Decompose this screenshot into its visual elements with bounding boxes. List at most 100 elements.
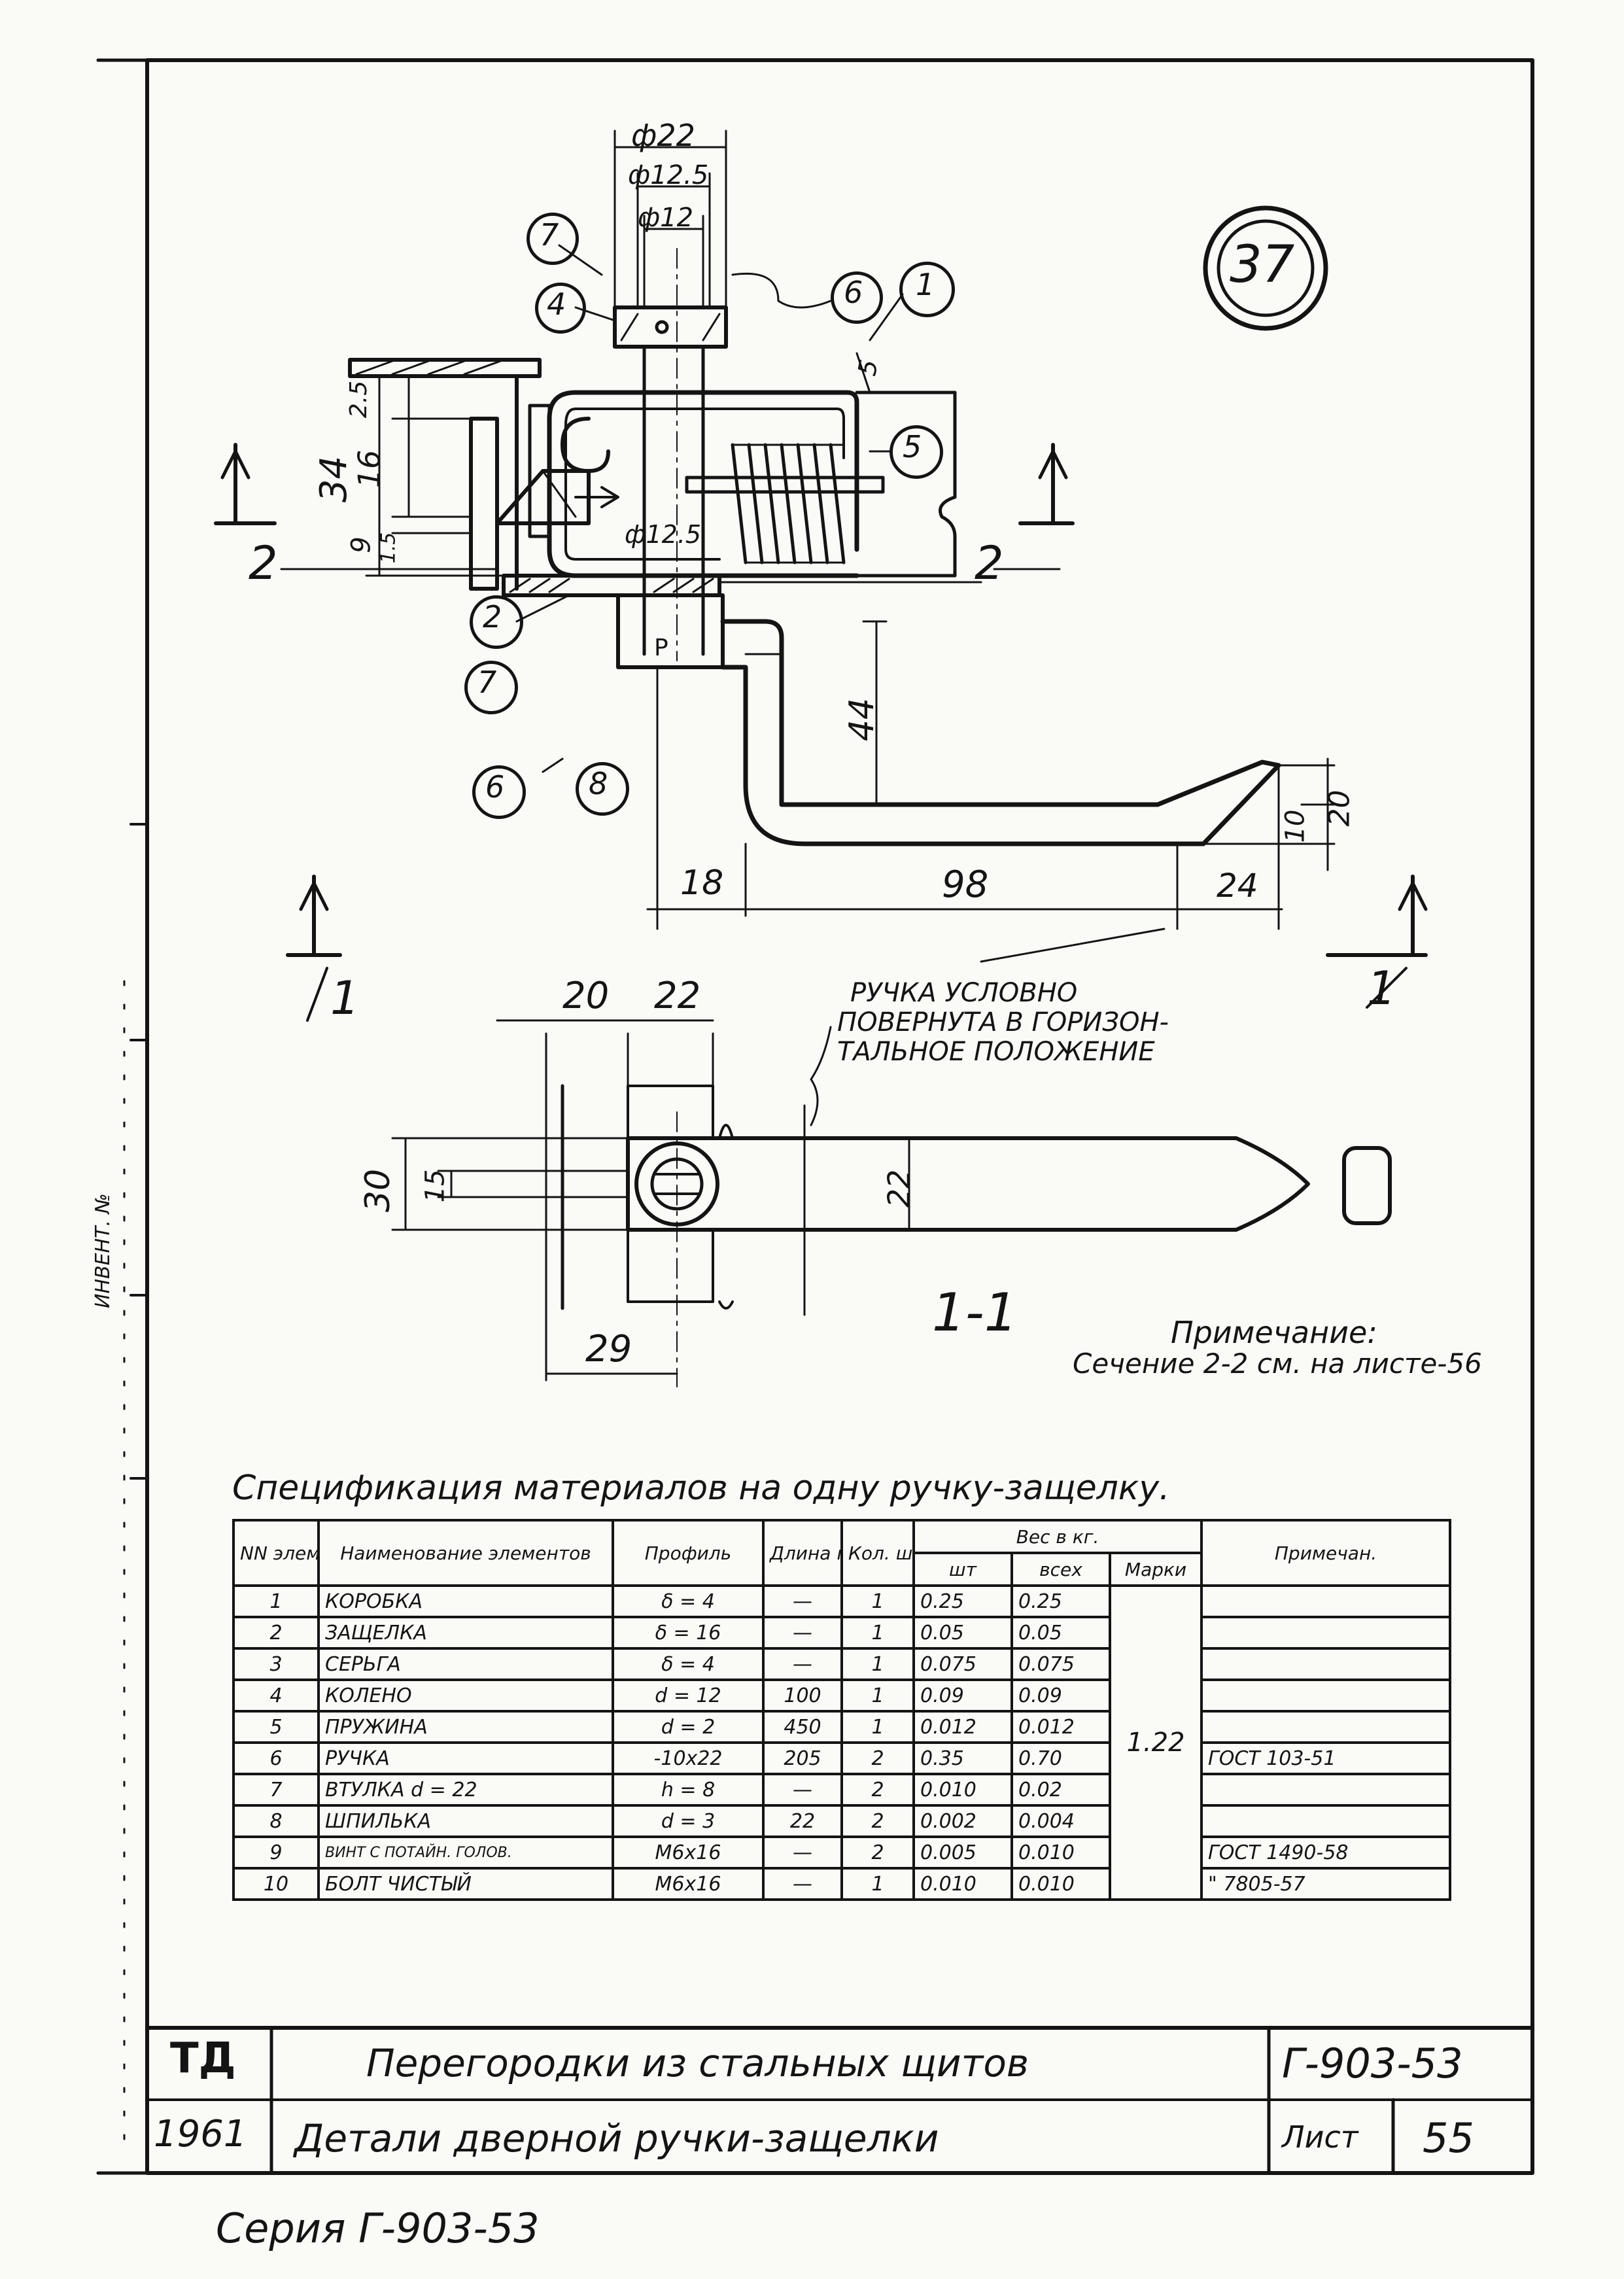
sheet-number: 55 <box>1423 2114 1474 2162</box>
callout-4-label: 4 <box>547 287 566 322</box>
cell-no: 4 <box>232 1679 320 1713</box>
note-title: Примечание: <box>1171 1315 1377 1350</box>
dim-44: 44 <box>842 697 882 742</box>
table-row: 7 ВТУЛКА d = 22 h = 8 — 2 0.010 0.02 <box>232 1773 1452 1807</box>
dim-22-plan: 22 <box>654 975 701 1017</box>
cell-length: — <box>762 1616 843 1650</box>
box-inner <box>564 408 845 561</box>
cell-total: 0.25 <box>1011 1584 1111 1618</box>
cell-qty: 2 <box>840 1835 915 1870</box>
callout-6-bottom-label: 6 <box>485 769 505 805</box>
cell-length: — <box>762 1835 843 1870</box>
dim-phi12: ф12 <box>638 203 694 233</box>
callout-5-label: 5 <box>903 429 922 464</box>
sleeve-top <box>613 305 728 349</box>
pin-hole <box>655 320 669 334</box>
cell-qty: 1 <box>840 1584 915 1618</box>
dim-9: 9 <box>346 536 377 553</box>
cell-pcs: 0.35 <box>912 1741 1013 1775</box>
col-mark: Марки <box>1108 1552 1203 1587</box>
cell-remarks: ГОСТ 1490-58 <box>1200 1835 1452 1870</box>
margin-text: ИНВЕНТ. № <box>92 1193 114 1308</box>
dim-24: 24 <box>1217 867 1258 905</box>
cell-total: 0.05 <box>1011 1616 1111 1650</box>
dim-98: 98 <box>942 863 989 906</box>
cell-profile: M6x16 <box>612 1867 765 1901</box>
cell-remarks <box>1200 1616 1452 1650</box>
box-right-edge <box>939 391 957 578</box>
cell-length: 205 <box>762 1741 843 1775</box>
cell-no: 10 <box>232 1867 320 1901</box>
box-hook <box>561 417 610 473</box>
latch-tongue <box>495 469 591 525</box>
cell-total: 0.012 <box>1011 1710 1111 1744</box>
dim-30: 30 <box>358 1168 398 1213</box>
cell-total: 0.70 <box>1011 1741 1111 1775</box>
table-row: 6 РУЧКА -10x22 205 2 0.35 0.70 ГОСТ 103-… <box>232 1741 1452 1775</box>
rotated-note-line-2: ПОВЕРНУТА В ГОРИЗОН- <box>837 1007 1169 1037</box>
cell-remarks: " 7805-57 <box>1200 1867 1452 1901</box>
callout-2 <box>470 595 523 649</box>
dim-1-5: 1.5 <box>377 532 400 564</box>
logo: ТД <box>170 2034 236 2083</box>
col-profile: Профиль <box>612 1519 765 1587</box>
cell-no: 9 <box>232 1835 320 1870</box>
dim-20: 20 <box>1322 790 1356 827</box>
table-row: 8 ШПИЛЬКА d = 3 22 2 0.002 0.004 <box>232 1804 1452 1838</box>
cell-profile: -10x22 <box>612 1741 765 1775</box>
callout-7-bottom <box>464 661 518 714</box>
cell-name: СЕРЬГА <box>317 1647 614 1681</box>
box-plan-top <box>627 1085 714 1140</box>
cell-pcs: 0.005 <box>912 1835 1013 1870</box>
col-no: NN элем. <box>232 1519 320 1587</box>
cell-name: БОЛТ ЧИСТЫЙ <box>317 1867 614 1901</box>
table-row: 4 КОЛЕНО d = 12 100 1 0.09 0.09 <box>232 1679 1452 1713</box>
cell-mark-total: 1.22 <box>1108 1584 1203 1901</box>
callout-1 <box>899 262 955 317</box>
callout-7-bottom-label: 7 <box>477 665 497 700</box>
detail-number-inner-circle <box>1217 219 1315 317</box>
latch-bar <box>469 417 499 591</box>
dim-22-handle: 22 <box>881 1169 917 1208</box>
cell-name: ЗАЩЕЛКА <box>317 1616 614 1650</box>
table-row: 1 КОРОБКА δ = 4 — 1 0.25 0.25 1.22 <box>232 1584 1452 1901</box>
cell-total: 0.010 <box>1011 1867 1111 1901</box>
table-row: 10 БОЛТ ЧИСТЫЙ M6x16 — 1 0.010 0.010 " 7… <box>232 1867 1452 1901</box>
cell-qty: 2 <box>840 1741 915 1775</box>
cell-profile: h = 8 <box>612 1773 765 1807</box>
sleeve-bottom <box>616 593 725 669</box>
rotated-note-line-3: ТАЛЬНОЕ ПОЛОЖЕНИЕ <box>837 1037 1155 1067</box>
cell-length: — <box>762 1867 843 1901</box>
cell-qty: 2 <box>840 1773 915 1807</box>
cell-remarks <box>1200 1773 1452 1807</box>
rotated-note-line-1: РУЧКА УСЛОВНО <box>850 978 1078 1008</box>
cell-pcs: 0.012 <box>912 1710 1013 1744</box>
section-1-1-label: 1-1 <box>932 1282 1018 1343</box>
sleeve-hatch-2 <box>702 313 721 341</box>
cell-no: 5 <box>232 1710 320 1744</box>
cell-no: 1 <box>232 1584 320 1618</box>
table-row: 2 ЗАЩЕЛКА δ = 16 — 1 0.05 0.05 <box>232 1616 1452 1650</box>
cell-no: 8 <box>232 1804 320 1838</box>
col-total: всех <box>1011 1552 1111 1587</box>
cell-pcs: 0.09 <box>912 1679 1013 1713</box>
cell-remarks <box>1200 1804 1452 1838</box>
table-row: 5 ПРУЖИНА d = 2 450 1 0.012 0.012 <box>232 1710 1452 1744</box>
cell-pcs: 0.002 <box>912 1804 1013 1838</box>
callout-2-label: 2 <box>483 599 502 635</box>
table-row: 3 СЕРЬГА δ = 4 — 1 0.075 0.075 <box>232 1647 1452 1681</box>
cell-total: 0.010 <box>1011 1835 1111 1870</box>
spindle <box>642 345 705 656</box>
cell-name: КОЛЕНО <box>317 1679 614 1713</box>
sleeve-hatch-1 <box>620 313 639 341</box>
label-p: P <box>654 635 668 661</box>
cell-profile: δ = 4 <box>612 1647 765 1681</box>
dim-20-plan: 20 <box>562 975 610 1017</box>
cell-total: 0.004 <box>1011 1804 1111 1838</box>
sheet-frame <box>145 58 1534 2175</box>
cell-pcs: 0.25 <box>912 1584 1013 1618</box>
cell-remarks <box>1200 1710 1452 1744</box>
cell-name: ПРУЖИНА <box>317 1710 614 1744</box>
